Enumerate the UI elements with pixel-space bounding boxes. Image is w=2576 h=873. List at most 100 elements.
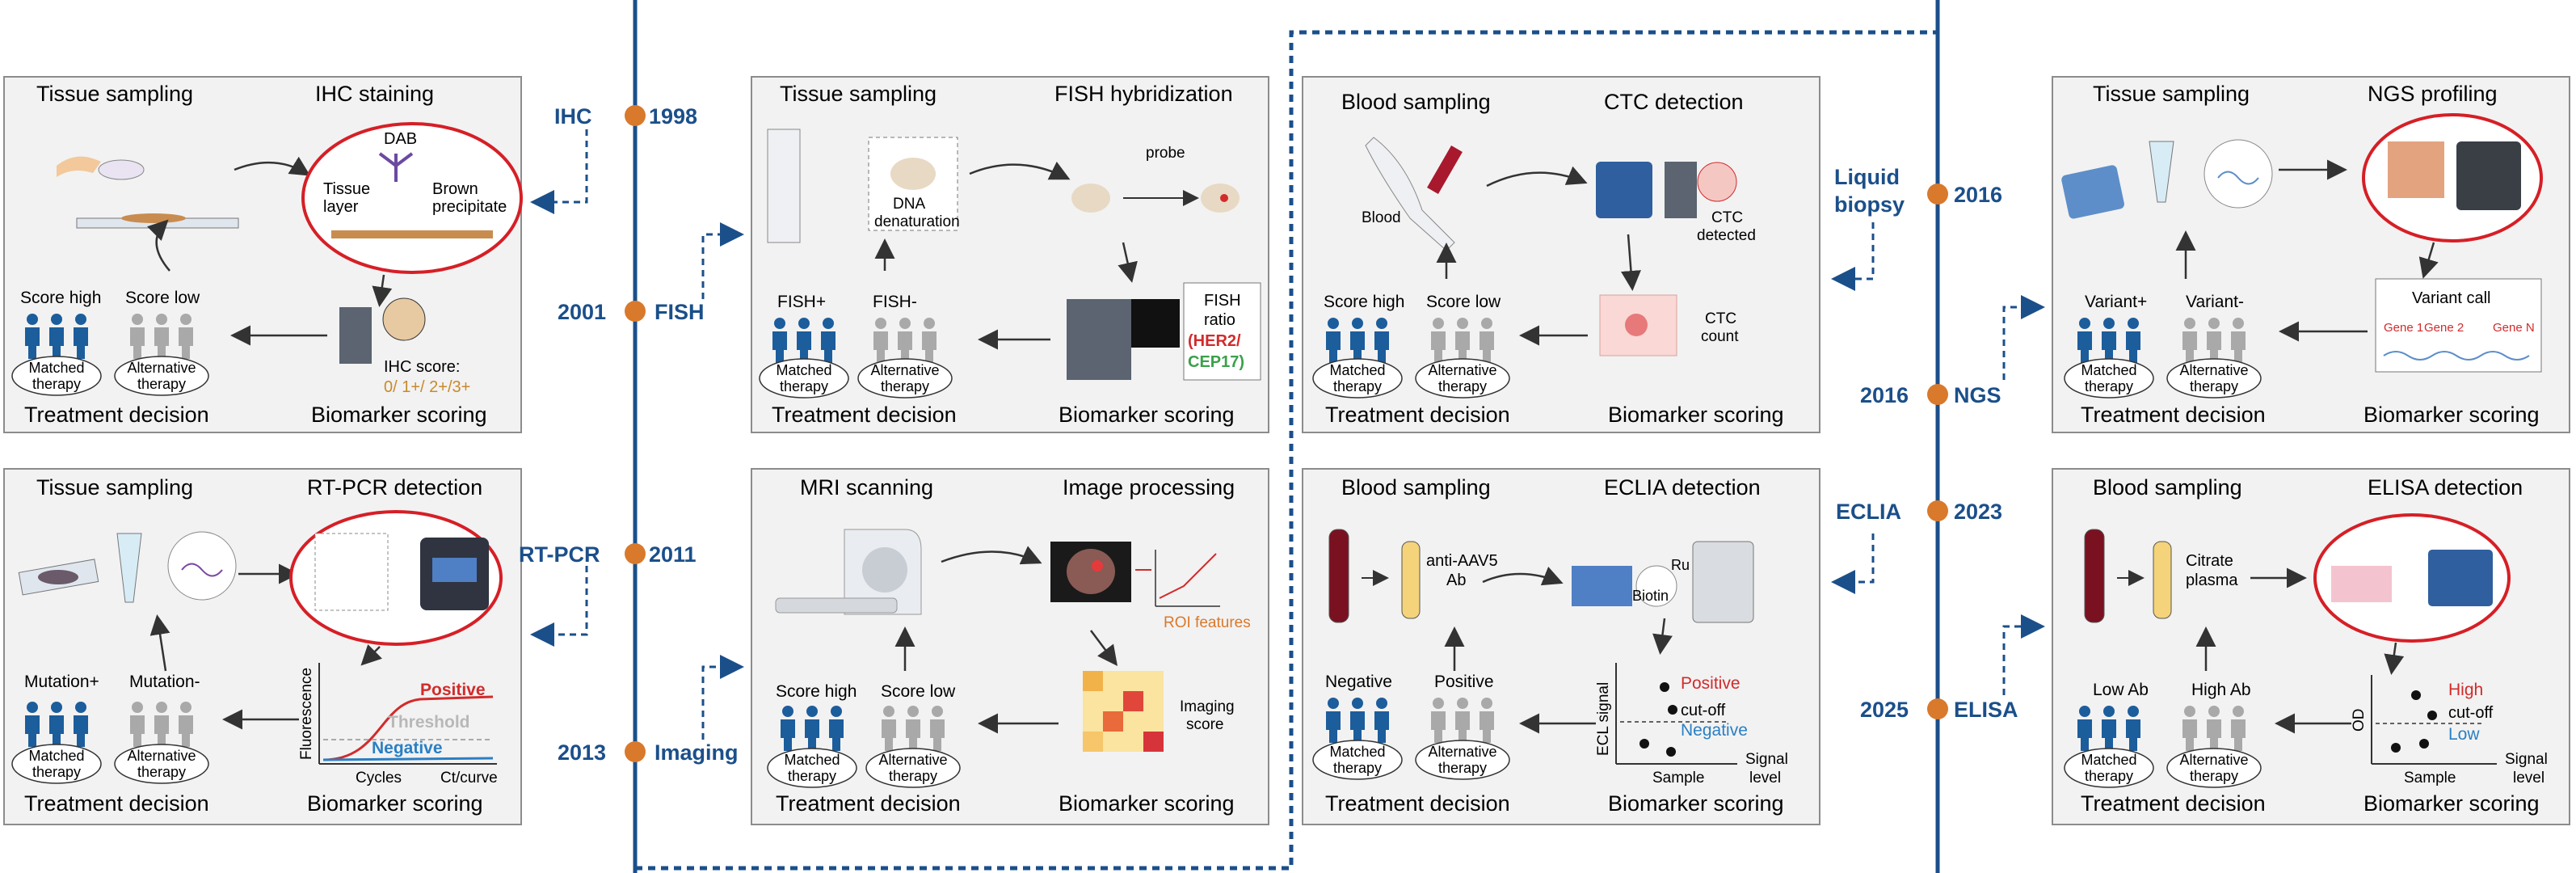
flow-arrow bbox=[969, 161, 1071, 180]
timeline-node-2011 bbox=[625, 543, 646, 564]
elisa-alt1: Alternative bbox=[2179, 752, 2248, 768]
eclia-matched2: therapy bbox=[1333, 760, 1382, 776]
event-name-fish: FISH bbox=[655, 300, 705, 324]
rtpcr-zoom-box bbox=[314, 533, 389, 611]
rtpcr-negative: Negative bbox=[372, 739, 443, 757]
fish-her2: (HER2/ bbox=[1188, 332, 1241, 350]
elisa-sig2: level bbox=[2513, 770, 2544, 787]
mri-bore bbox=[862, 547, 907, 593]
event-year-2025: 2025 bbox=[1860, 698, 1909, 722]
imaging-score2: score bbox=[1186, 716, 1223, 733]
elisa-matched1: Matched bbox=[2081, 752, 2136, 768]
eclia-decision: Treatment decision bbox=[1325, 791, 1510, 816]
liquid-scoring: Biomarker scoring bbox=[1608, 403, 1784, 427]
sequencer-icon bbox=[2456, 141, 2521, 210]
liquid-count2: count bbox=[1701, 328, 1739, 345]
rtpcr-high: Mutation+ bbox=[24, 673, 99, 691]
ctc-smear-icon bbox=[1599, 294, 1677, 356]
microplate-icon bbox=[1572, 566, 1632, 606]
event-name-rtpcr: RT-PCR bbox=[519, 542, 600, 567]
rtpcr-xaxis: Cycles bbox=[356, 770, 402, 787]
timeline-node-1998 bbox=[625, 105, 646, 126]
connector-elisa bbox=[2002, 614, 2045, 695]
event-name-eclia: ECLIA bbox=[1836, 500, 1901, 524]
plasma-tube-icon bbox=[2153, 541, 2172, 619]
elisa-content: Blood sampling ELISA detection Citrate p… bbox=[2064, 475, 2548, 816]
imaging-high: Score high bbox=[776, 682, 857, 701]
antibody-icon bbox=[378, 152, 414, 182]
event-year-2011: 2011 bbox=[649, 542, 697, 567]
eclia-sig2: level bbox=[1749, 770, 1781, 787]
liquid-ctc1: CTC bbox=[1711, 209, 1743, 226]
flow-arrow bbox=[1486, 166, 1588, 188]
ihc-tissue1: Tissue bbox=[323, 180, 370, 198]
connector-ngs bbox=[2002, 295, 2045, 380]
mri-table-icon bbox=[775, 597, 898, 614]
fish-alt1: Alternative bbox=[870, 362, 939, 378]
elisa-xaxis: Sample bbox=[2404, 770, 2456, 787]
ngs-gene1: Gene 1 bbox=[2384, 321, 2423, 335]
connector-rtpcr bbox=[530, 566, 588, 647]
imaging-scoring: Biomarker scoring bbox=[1059, 791, 1235, 816]
ihc-low: Score low bbox=[125, 289, 200, 307]
ngs-gene2: Gene 2 bbox=[2424, 321, 2464, 335]
imaging-content: MRI scanning Image processing ROI featur… bbox=[767, 475, 1251, 816]
elisa-high: Low Ab bbox=[2093, 681, 2149, 699]
eclia-ab2: Ab bbox=[1446, 571, 1466, 589]
flow-arrow bbox=[147, 219, 170, 272]
flow-arrow bbox=[1118, 242, 1138, 283]
eclia-alt1: Alternative bbox=[1428, 744, 1496, 760]
eclia-biotin: Biotin bbox=[1632, 588, 1669, 604]
elisa-step2: ELISA detection bbox=[2368, 475, 2523, 500]
ngs-variant-call: Variant call bbox=[2412, 289, 2490, 307]
tissue-layer-bar bbox=[331, 230, 493, 238]
event-name-liquid-2: biopsy bbox=[1834, 192, 1905, 217]
flow-arrow bbox=[1090, 630, 1118, 666]
dna-zoom-circle bbox=[2203, 139, 2273, 209]
event-year-2001: 2001 bbox=[558, 300, 606, 324]
eclia-sig1: Signal bbox=[1745, 751, 1788, 768]
ihc-decision: Treatment decision bbox=[24, 403, 209, 427]
rtpcr-ct: Ct/curve bbox=[440, 770, 498, 787]
eclia-content: Blood sampling ECLIA detection anti-AAV5… bbox=[1312, 475, 1788, 816]
ihc-score-vals: 0/ 1+/ 2+/3+ bbox=[384, 378, 470, 396]
ctc-device-icon bbox=[1596, 162, 1652, 218]
fish-step2: FISH hybridization bbox=[1054, 82, 1233, 106]
liquid-matched2: therapy bbox=[1333, 378, 1382, 394]
rtpcr-positive: Positive bbox=[420, 681, 486, 699]
fish-dna1: DNA bbox=[893, 196, 925, 213]
eclia-step1: Blood sampling bbox=[1341, 475, 1491, 500]
eclia-alt2: therapy bbox=[1438, 760, 1487, 776]
fish-probe: probe bbox=[1146, 145, 1185, 162]
eclia-ab1: anti-AAV5 bbox=[1426, 552, 1498, 570]
sequencing-chip-icon bbox=[2388, 141, 2444, 198]
event-year-2013: 2013 bbox=[558, 740, 606, 765]
elisa-plasma1: Citrate bbox=[2186, 552, 2233, 570]
connector-fish bbox=[701, 222, 744, 299]
liquid-ctc2: detected bbox=[1697, 227, 1756, 244]
flow-arrow bbox=[1652, 618, 1673, 655]
fish-dna2: denaturation bbox=[874, 213, 960, 230]
eclia-ru: Ru bbox=[1671, 557, 1690, 573]
flow-arrow bbox=[234, 156, 311, 176]
ihc-step1: Tissue sampling bbox=[36, 82, 193, 106]
liquid-high: Score high bbox=[1324, 293, 1404, 311]
elisa-step1: Blood sampling bbox=[2093, 475, 2242, 500]
ihc-scoring: Biomarker scoring bbox=[311, 403, 487, 427]
fish-cep17: CEP17) bbox=[1188, 353, 1244, 371]
timeline-connector bbox=[635, 30, 1938, 871]
brain-icon bbox=[1067, 549, 1115, 594]
fish-ratio1: FISH bbox=[1204, 292, 1241, 310]
rtpcr-matched1: Matched bbox=[28, 748, 84, 764]
fish-image-screen bbox=[1131, 299, 1180, 348]
ngs-step1: Tissue sampling bbox=[2093, 82, 2250, 106]
microscope-icon bbox=[1067, 299, 1131, 380]
timeline-node-2025 bbox=[1927, 698, 1948, 719]
ngs-content: Tissue sampling NGS profiling Variant ca… bbox=[2061, 82, 2543, 427]
rtpcr-low: Mutation- bbox=[129, 673, 200, 691]
elisa-low: High Ab bbox=[2191, 681, 2251, 699]
imaging-heatmap bbox=[1083, 671, 1164, 752]
flow-arrow bbox=[360, 644, 382, 666]
probe-signal bbox=[1220, 194, 1228, 202]
liquid-step2: CTC detection bbox=[1604, 90, 1744, 114]
